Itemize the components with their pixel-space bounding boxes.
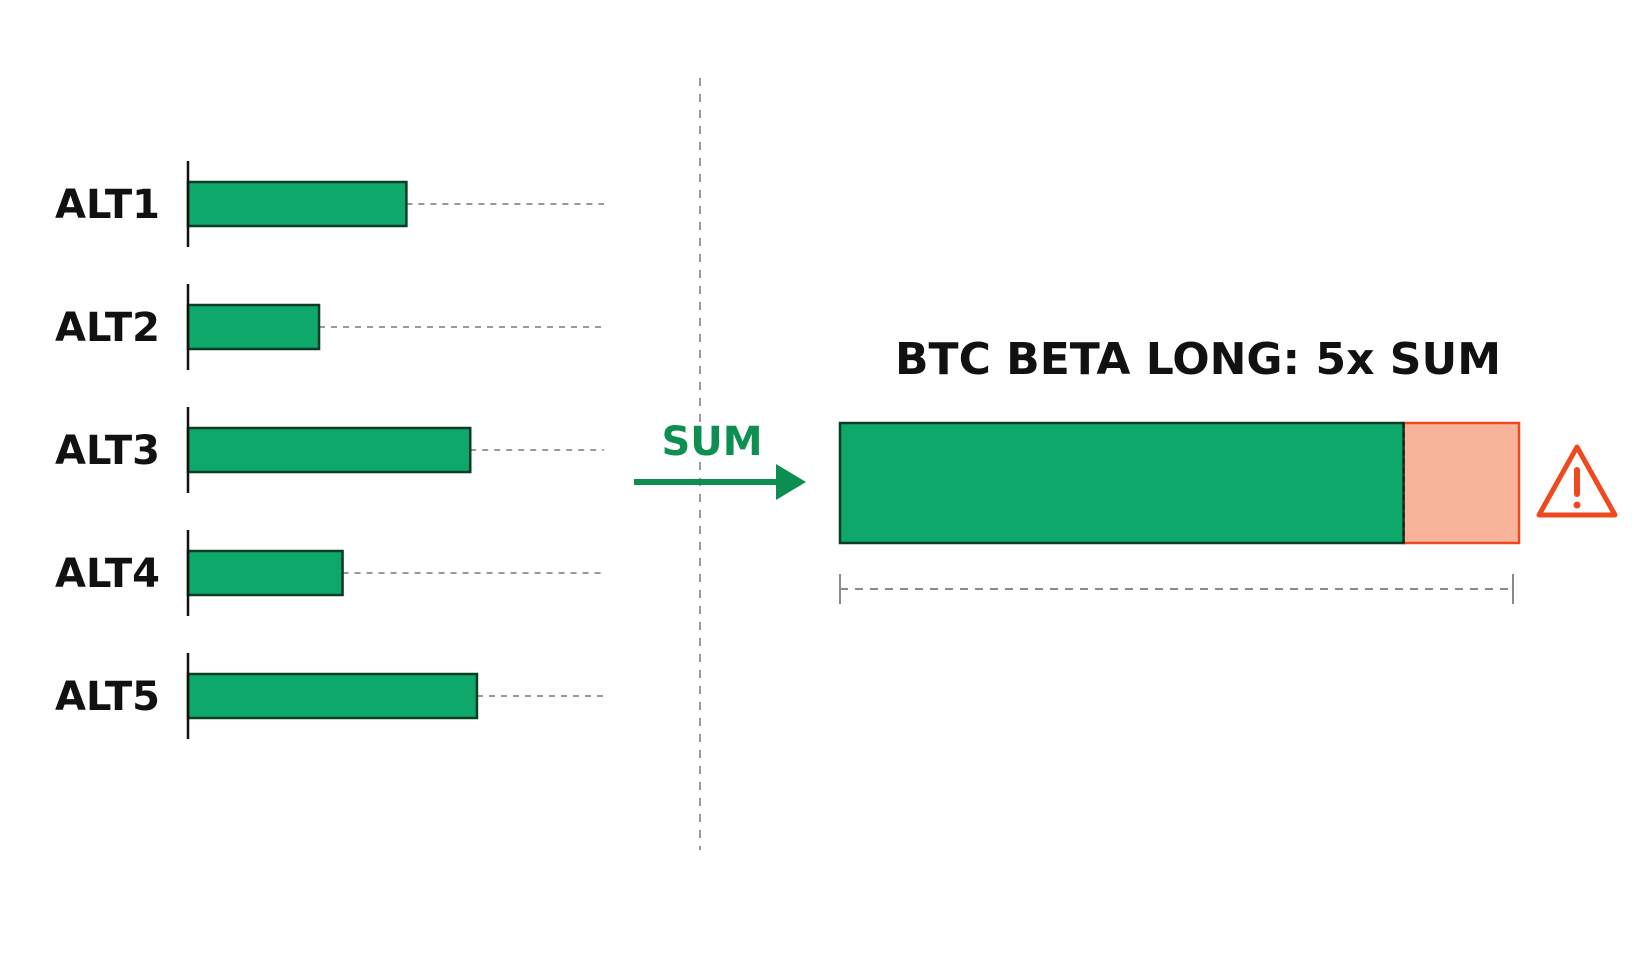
result-bar-excess xyxy=(1402,421,1521,545)
right-arrow-icon xyxy=(634,464,806,500)
alt-label: ALT2 xyxy=(55,305,160,351)
alt-row: ALT1 xyxy=(55,161,604,247)
alt-bar xyxy=(186,672,479,720)
alt-bar xyxy=(186,180,408,228)
alt-label: ALT5 xyxy=(55,674,160,720)
result-title: BTC BETA LONG: 5x SUM xyxy=(895,334,1501,385)
warning-triangle-icon xyxy=(1536,444,1618,518)
result-bar-fill xyxy=(838,421,1405,545)
result-dimension-line xyxy=(839,574,1514,604)
alt-bar xyxy=(186,303,321,351)
alt-row: ALT3 xyxy=(55,407,604,493)
alt-label: ALT1 xyxy=(55,182,160,228)
warning-exclamation-dot xyxy=(1573,501,1581,509)
result-bar xyxy=(838,421,1521,545)
warning-triangle-outline xyxy=(1536,444,1618,518)
alt-label: ALT3 xyxy=(55,428,160,474)
alt-bar xyxy=(186,426,472,474)
alt-row: ALT5 xyxy=(55,653,604,739)
sum-label: SUM xyxy=(661,419,762,465)
alt-row: ALT2 xyxy=(55,284,604,370)
alt-row: ALT4 xyxy=(55,530,604,616)
alt-label: ALT4 xyxy=(55,551,160,597)
arrow-head xyxy=(776,464,806,500)
alt-bar xyxy=(186,549,344,597)
